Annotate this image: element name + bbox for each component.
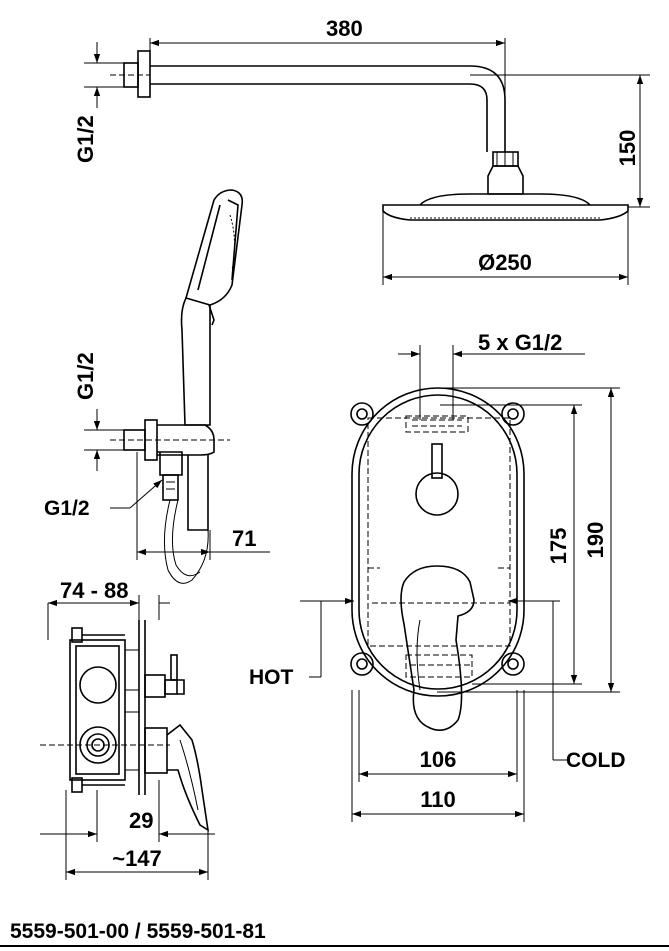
mixer-side-view: 74 - 88 29 ~147: [40, 578, 215, 880]
dim-hand-holder-offset: 71: [232, 526, 256, 551]
dim-inlets: 5 x G1/2: [478, 330, 562, 355]
hand-shower: G1/2 G1/2 71: [44, 189, 270, 584]
overhead-shower: 380 150 Ø250 G1/2: [73, 16, 650, 285]
dim-head-height: 150: [615, 130, 640, 167]
dim-box-width-outer: 110: [420, 787, 456, 812]
dim-total-depth: ~147: [112, 846, 162, 871]
dim-box-height-inner: 175: [546, 528, 571, 565]
dim-wall-depth: 29: [129, 808, 153, 833]
dim-head-diameter: Ø250: [478, 250, 532, 275]
product-codes: 5559-501-00 / 5559-501-81: [10, 920, 266, 943]
label-hot: HOT: [249, 666, 294, 689]
dim-depth-range: 74 - 88: [60, 578, 129, 603]
dim-arm-length: 380: [326, 16, 363, 41]
thread-hand-connector: G1/2: [44, 497, 90, 520]
label-cold: COLD: [566, 749, 626, 772]
thread-shower-arm: G1/2: [73, 115, 98, 163]
thread-hand-outlet: G1/2: [73, 352, 98, 400]
mixer-front-view: 5 x G1/2 175 190 HOT COLD 106 110: [249, 330, 626, 822]
dim-box-width-inner: 106: [420, 747, 457, 772]
dim-box-height-outer: 190: [583, 522, 608, 559]
